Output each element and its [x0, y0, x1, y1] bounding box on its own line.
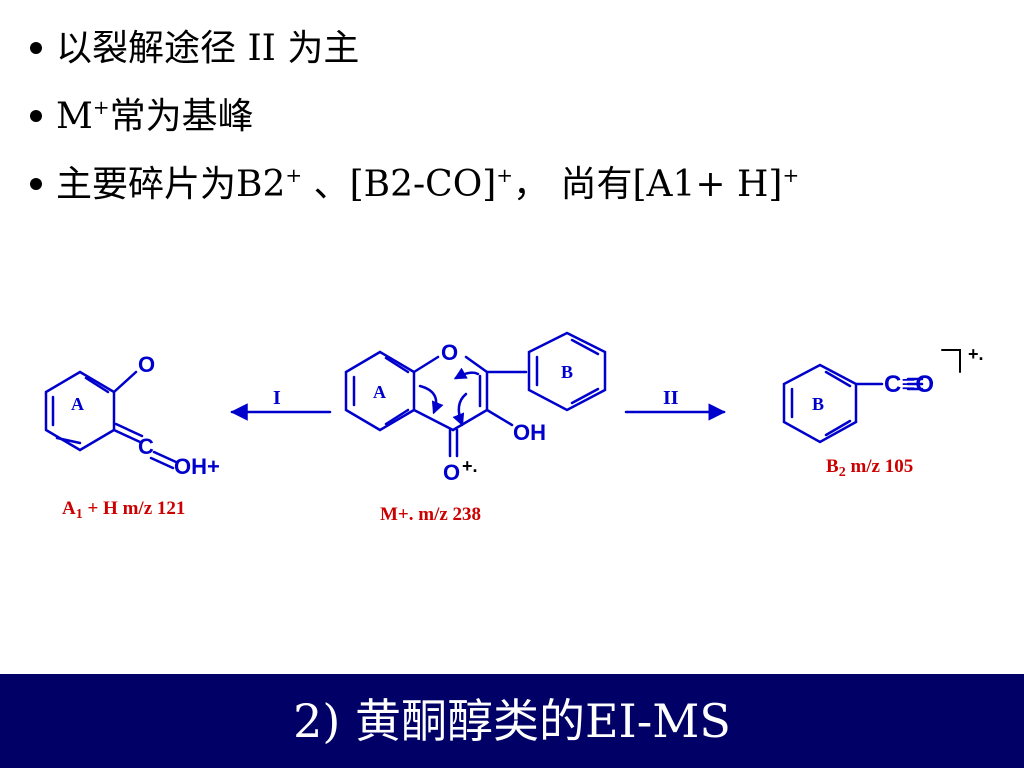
footer-banner: 2) 黄酮醇类的EI-MS — [0, 674, 1024, 768]
left-ring-a — [44, 370, 178, 470]
bullet-3-sup: + — [285, 163, 303, 187]
center-molecule — [344, 331, 607, 458]
right-ring-b — [782, 349, 961, 444]
bullet-3-mid2: ， 尚有[A1+ H] — [513, 164, 783, 205]
bullet-list: 以裂解途径 II 为主 M+常为基峰 主要碎片为B2+ 、[B2-CO]+， 尚… — [30, 26, 799, 230]
left-caption-pre: A — [62, 498, 76, 519]
right-caption-sub: 2 — [839, 465, 846, 480]
curved-arrow-2 — [418, 384, 444, 415]
left-atom-c: C — [138, 434, 154, 459]
left-caption-sub: 1 — [76, 507, 83, 522]
right-ring-label: B — [812, 394, 824, 414]
curved-arrow-1 — [453, 367, 480, 380]
bullet-dot-icon — [30, 42, 42, 54]
bullet-3-sup2: + — [496, 163, 514, 187]
right-caption-pre: B — [826, 456, 839, 477]
arrow-label-ii: II — [663, 387, 679, 409]
bullet-3-sup3: + — [782, 163, 800, 187]
left-caption: A1 + H m/z 121 — [62, 498, 185, 522]
right-caption: B2 m/z 105 — [826, 456, 913, 480]
center-atom-o-ring: O — [441, 340, 458, 365]
curved-arrow-3 — [452, 392, 468, 427]
bullet-3-mid: 、[B2-CO] — [302, 164, 497, 205]
center-ring-a-label: A — [373, 382, 386, 402]
left-caption-post: + H m/z 121 — [83, 498, 186, 519]
left-ring-label: A — [71, 394, 84, 414]
bullet-2-post: 常为基峰 — [109, 96, 254, 137]
center-ring-b-label: B — [561, 362, 573, 382]
bullet-2-pre: M — [56, 96, 93, 137]
bullet-2: M+常为基峰 — [30, 94, 799, 162]
right-atom-group: C≡O — [884, 371, 934, 398]
center-atom-o-bottom: O — [443, 460, 460, 485]
bullet-dot-icon — [30, 110, 42, 122]
arrow-label-i: I — [273, 387, 281, 409]
right-caption-post: m/z 105 — [846, 456, 914, 477]
bullet-dot-icon — [30, 178, 42, 190]
bullet-2-sup: + — [92, 95, 110, 119]
left-atom-oh: OH+ — [174, 454, 220, 479]
bullet-1-text: 以裂解途径 II 为主 — [56, 28, 360, 69]
fragmentation-scheme: O C OH+ O OH O +. C≡O +. A A B B I II A1… — [44, 331, 984, 525]
bullet-3-pre: 主要碎片为B2 — [56, 164, 286, 205]
center-caption: M+. m/z 238 — [380, 504, 481, 525]
center-charge: +. — [462, 456, 478, 476]
bullet-1: 以裂解途径 II 为主 — [30, 26, 799, 94]
bullet-3: 主要碎片为B2+ 、[B2-CO]+， 尚有[A1+ H]+ — [30, 162, 799, 230]
left-atom-o: O — [138, 352, 155, 377]
footer-title: 2) 黄酮醇类的EI-MS — [293, 694, 731, 748]
right-charge: +. — [968, 344, 984, 364]
center-atom-oh: OH — [513, 420, 546, 445]
